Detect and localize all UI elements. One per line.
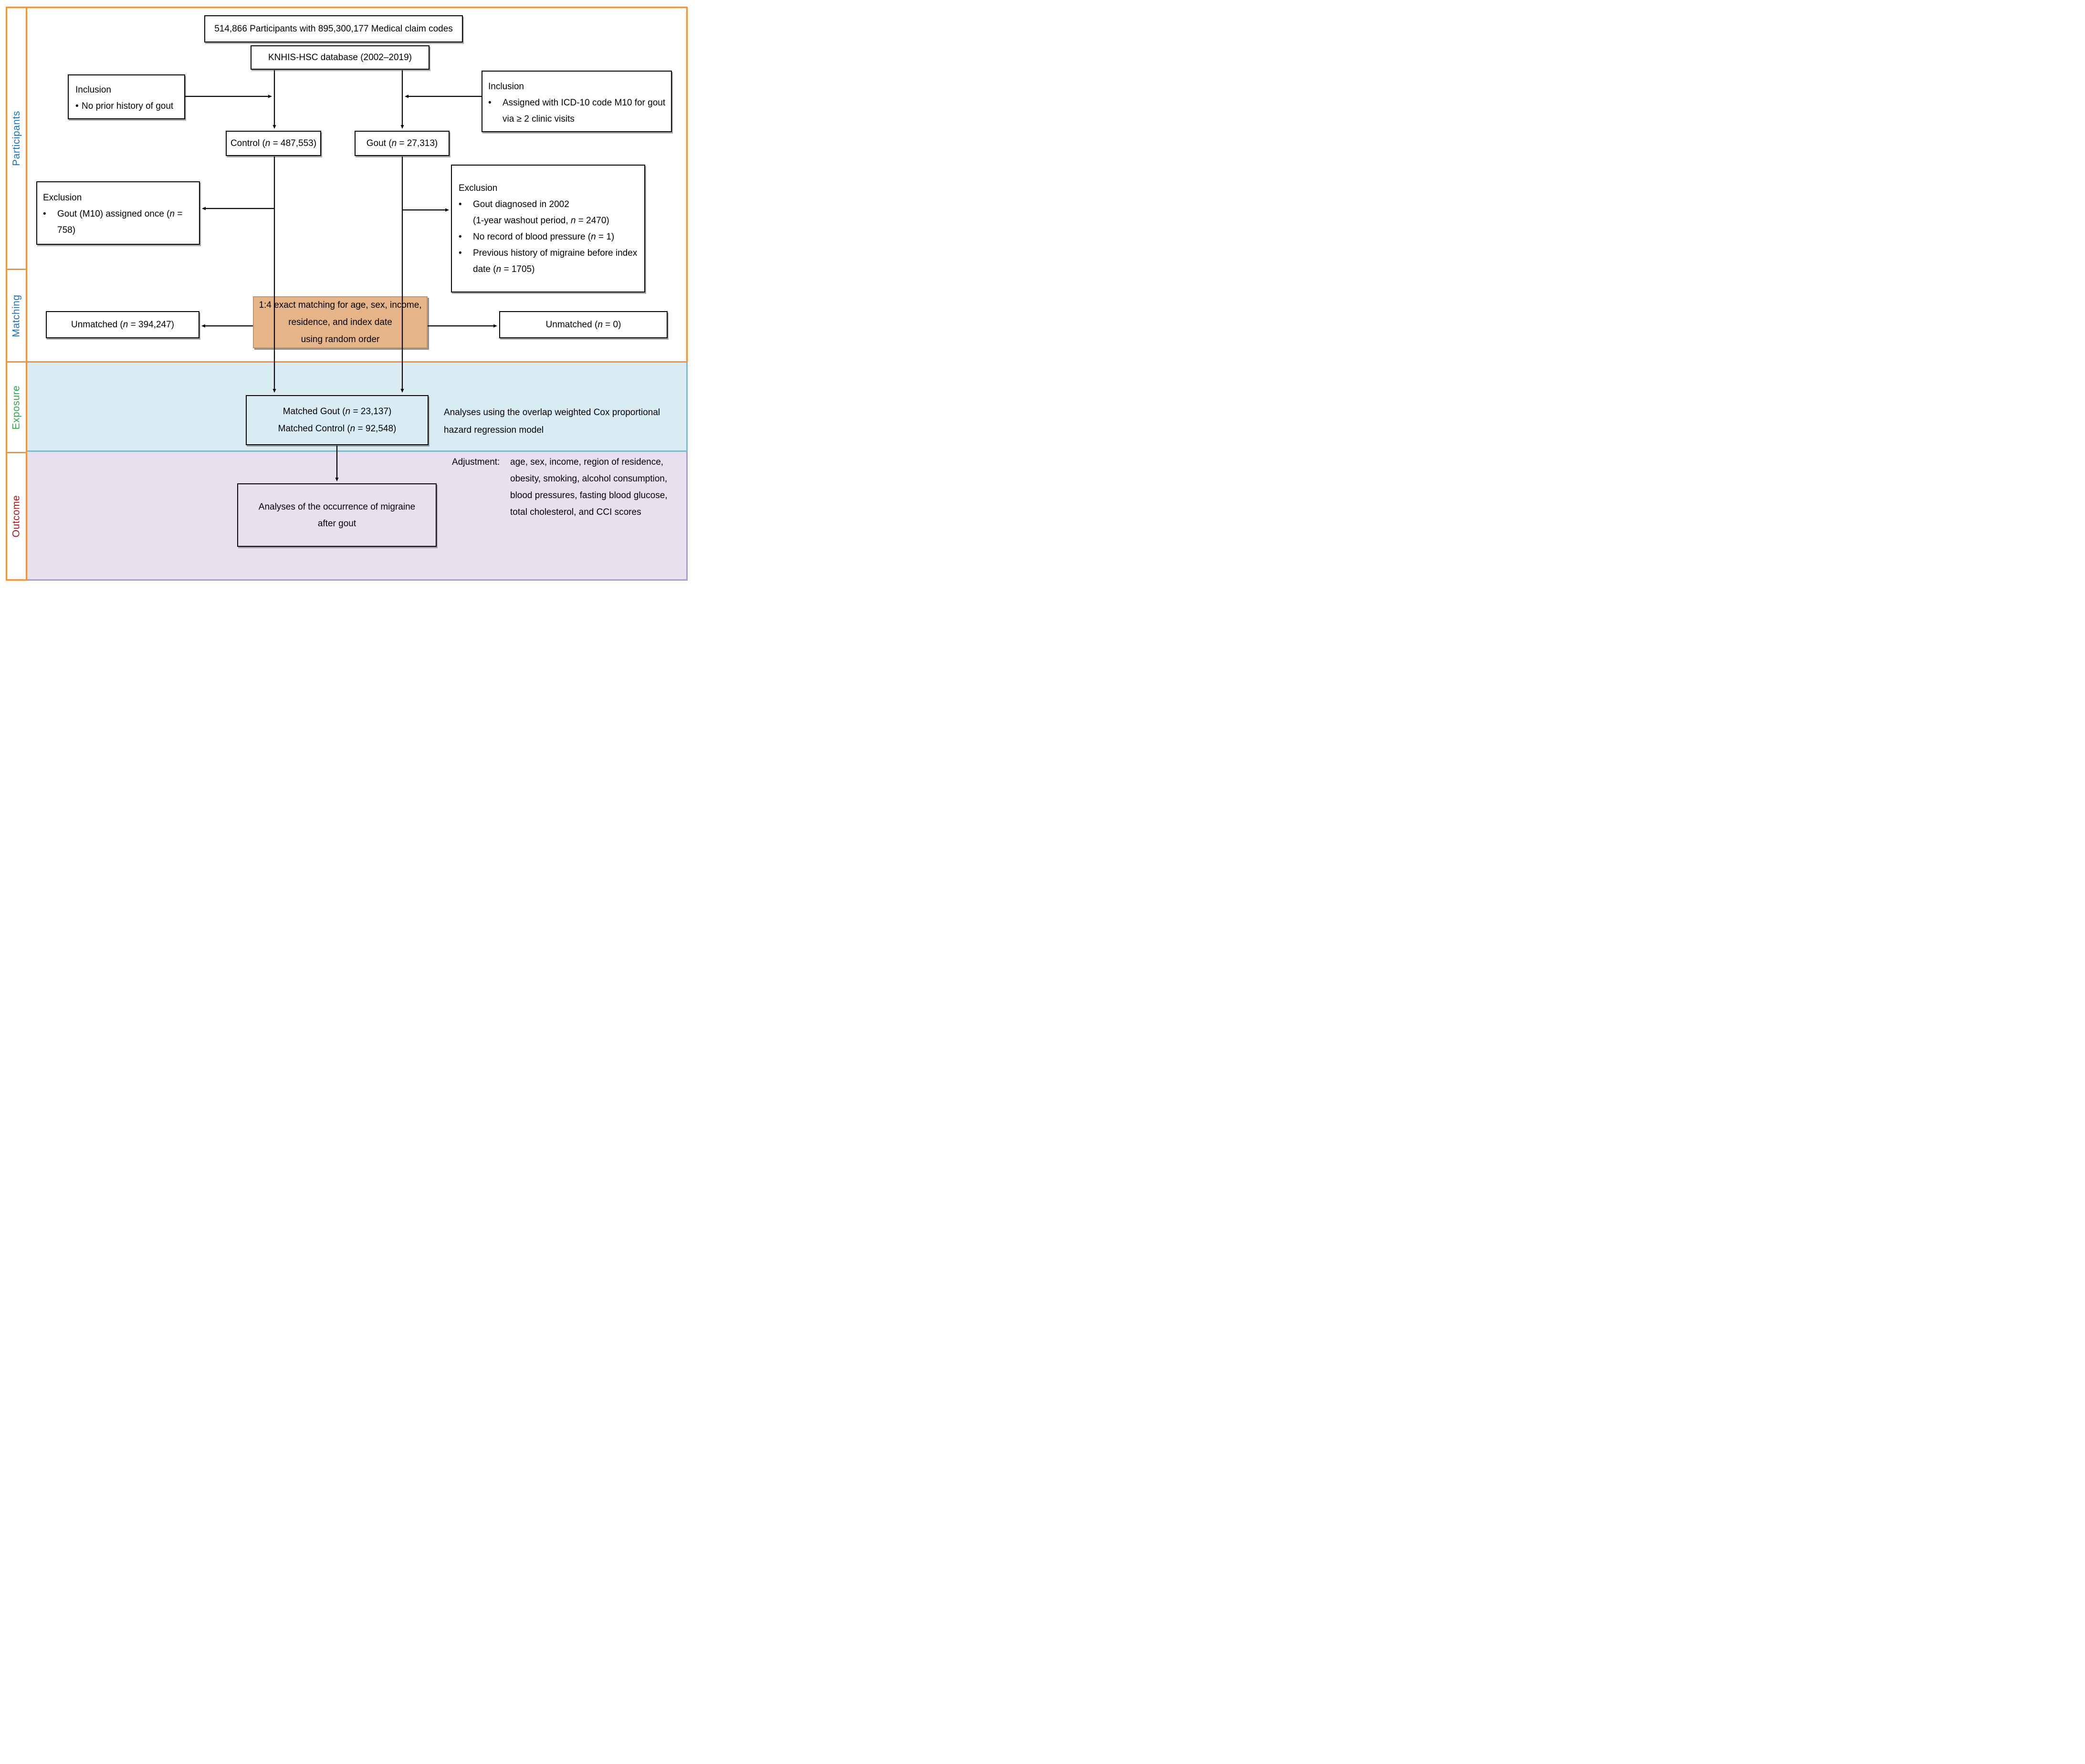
gout-cohort-text: Gout (n = 27,313): [366, 138, 438, 148]
outcome-band: [27, 452, 688, 581]
participants-total-box: 514,866 Participants with 895,300,177 Me…: [204, 15, 463, 42]
exclusion-gout-title: Exclusion: [459, 183, 498, 193]
outcome-analysis-box: Analyses of the occurrence of migraine a…: [237, 483, 437, 547]
matching-criteria-box: 1:4 exact matching for age, sex, income,…: [253, 296, 428, 348]
adjustment-line: blood pressures, fasting blood glucose,: [510, 491, 668, 501]
database-box: KNHIS-HSC database (2002–2019): [251, 45, 430, 70]
adjustment-line: total cholesterol, and CCI scores: [510, 507, 641, 517]
bullet-glyph: •: [75, 101, 79, 111]
exposure-model-note: Analyses using the overlap weighted Cox …: [444, 404, 692, 439]
matched-cohorts-box: Matched Gout (n = 23,137) Matched Contro…: [246, 395, 429, 445]
exclusion-gout-item: • Gout diagnosed in 2002: [459, 197, 641, 213]
item-text: Previous history of migraine before inde…: [473, 248, 638, 258]
inclusion-control-box: Inclusion •No prior history of gout: [68, 74, 185, 119]
section-label-exposure: Exposure: [10, 385, 22, 429]
adjustment-note: Adjustment: age, sex, income, region of …: [452, 454, 693, 521]
matched-control-text: Matched Control (n = 92,548): [278, 423, 397, 434]
inclusion-control-title: Inclusion: [75, 85, 111, 95]
item-text: Gout diagnosed in 2002: [473, 199, 569, 209]
bullet-glyph: •: [43, 209, 46, 219]
adjustment-first-line: Adjustment: age, sex, income, region of …: [452, 454, 693, 470]
adjustment-line: obesity, smoking, alcohol consumption,: [510, 474, 668, 484]
item-text: Assigned with ICD-10 code M10 for gout: [503, 98, 666, 108]
inclusion-gout-title: Inclusion: [488, 82, 524, 92]
exposure-band: [27, 363, 688, 452]
item-continuation: via ≥ 2 clinic visits: [503, 114, 575, 124]
item-continuation: (1-year washout period, n = 2470): [473, 216, 609, 226]
sidebar-section-exposure: Exposure: [6, 361, 27, 453]
matching-line: residence, and index date: [288, 317, 392, 327]
unmatched-gout-text: Unmatched (n = 0): [545, 319, 621, 330]
adjustment-label: Adjustment:: [452, 457, 500, 467]
exclusion-gout-item: • No record of blood pressure (n = 1): [459, 229, 641, 245]
control-cohort-box: Control (n = 487,553): [226, 131, 321, 156]
exclusion-gout-item: • Previous history of migraine before ind…: [459, 245, 641, 261]
database-text: KNHIS-HSC database (2002–2019): [268, 52, 412, 63]
matched-gout-text: Matched Gout (n = 23,137): [283, 406, 392, 417]
bullet-glyph: •: [459, 232, 462, 242]
outcome-analysis-line: Analyses of the occurrence of migraine: [258, 501, 416, 512]
gout-cohort-box: Gout (n = 27,313): [355, 131, 450, 156]
matching-line: 1:4 exact matching for age, sex, income,: [259, 300, 422, 310]
participants-total-text: 514,866 Participants with 895,300,177 Me…: [214, 23, 453, 34]
study-flow-diagram: Participants Matching Exposure Outcome 5…: [0, 0, 695, 588]
sidebar-section-participants: Participants: [6, 7, 27, 270]
bullet-glyph: •: [488, 98, 492, 108]
exclusion-gout-box: Exclusion • Gout diagnosed in 2002 (1-yea…: [451, 165, 645, 292]
inclusion-control-item: •No prior history of gout: [75, 98, 180, 115]
adjustment-line: age, sex, income, region of residence,: [510, 457, 664, 467]
exclusion-control-title: Exclusion: [43, 193, 82, 203]
exclusion-control-item: • Gout (M10) assigned once (n =: [43, 206, 195, 222]
unmatched-control-box: Unmatched (n = 394,247): [46, 311, 199, 338]
unmatched-control-text: Unmatched (n = 394,247): [71, 319, 175, 330]
matching-line: using random order: [301, 334, 380, 344]
sidebar-section-outcome: Outcome: [6, 452, 27, 581]
section-label-participants: Participants: [10, 111, 22, 166]
exposure-model-line: Analyses using the overlap weighted Cox …: [444, 407, 660, 418]
bullet-glyph: •: [459, 248, 462, 258]
item-continuation: date (n = 1705): [473, 264, 535, 274]
section-label-matching: Matching: [10, 294, 22, 337]
exclusion-control-box: Exclusion • Gout (M10) assigned once (n =…: [36, 181, 200, 245]
bullet-glyph: •: [459, 199, 462, 209]
item-text: No prior history of gout: [82, 101, 174, 111]
item-continuation: 758): [57, 225, 76, 235]
inclusion-gout-item: • Assigned with ICD-10 code M10 for gout: [488, 95, 668, 111]
item-text: Gout (M10) assigned once (n =: [57, 209, 183, 219]
outcome-analysis-line: after gout: [317, 518, 356, 529]
control-cohort-text: Control (n = 487,553): [230, 138, 317, 148]
section-label-outcome: Outcome: [10, 495, 22, 538]
unmatched-gout-box: Unmatched (n = 0): [499, 311, 668, 338]
exposure-model-line: hazard regression model: [444, 425, 544, 435]
item-text: No record of blood pressure (n = 1): [473, 232, 615, 242]
sidebar-section-matching: Matching: [6, 269, 27, 363]
inclusion-gout-box: Inclusion • Assigned with ICD-10 code M10…: [482, 71, 672, 132]
